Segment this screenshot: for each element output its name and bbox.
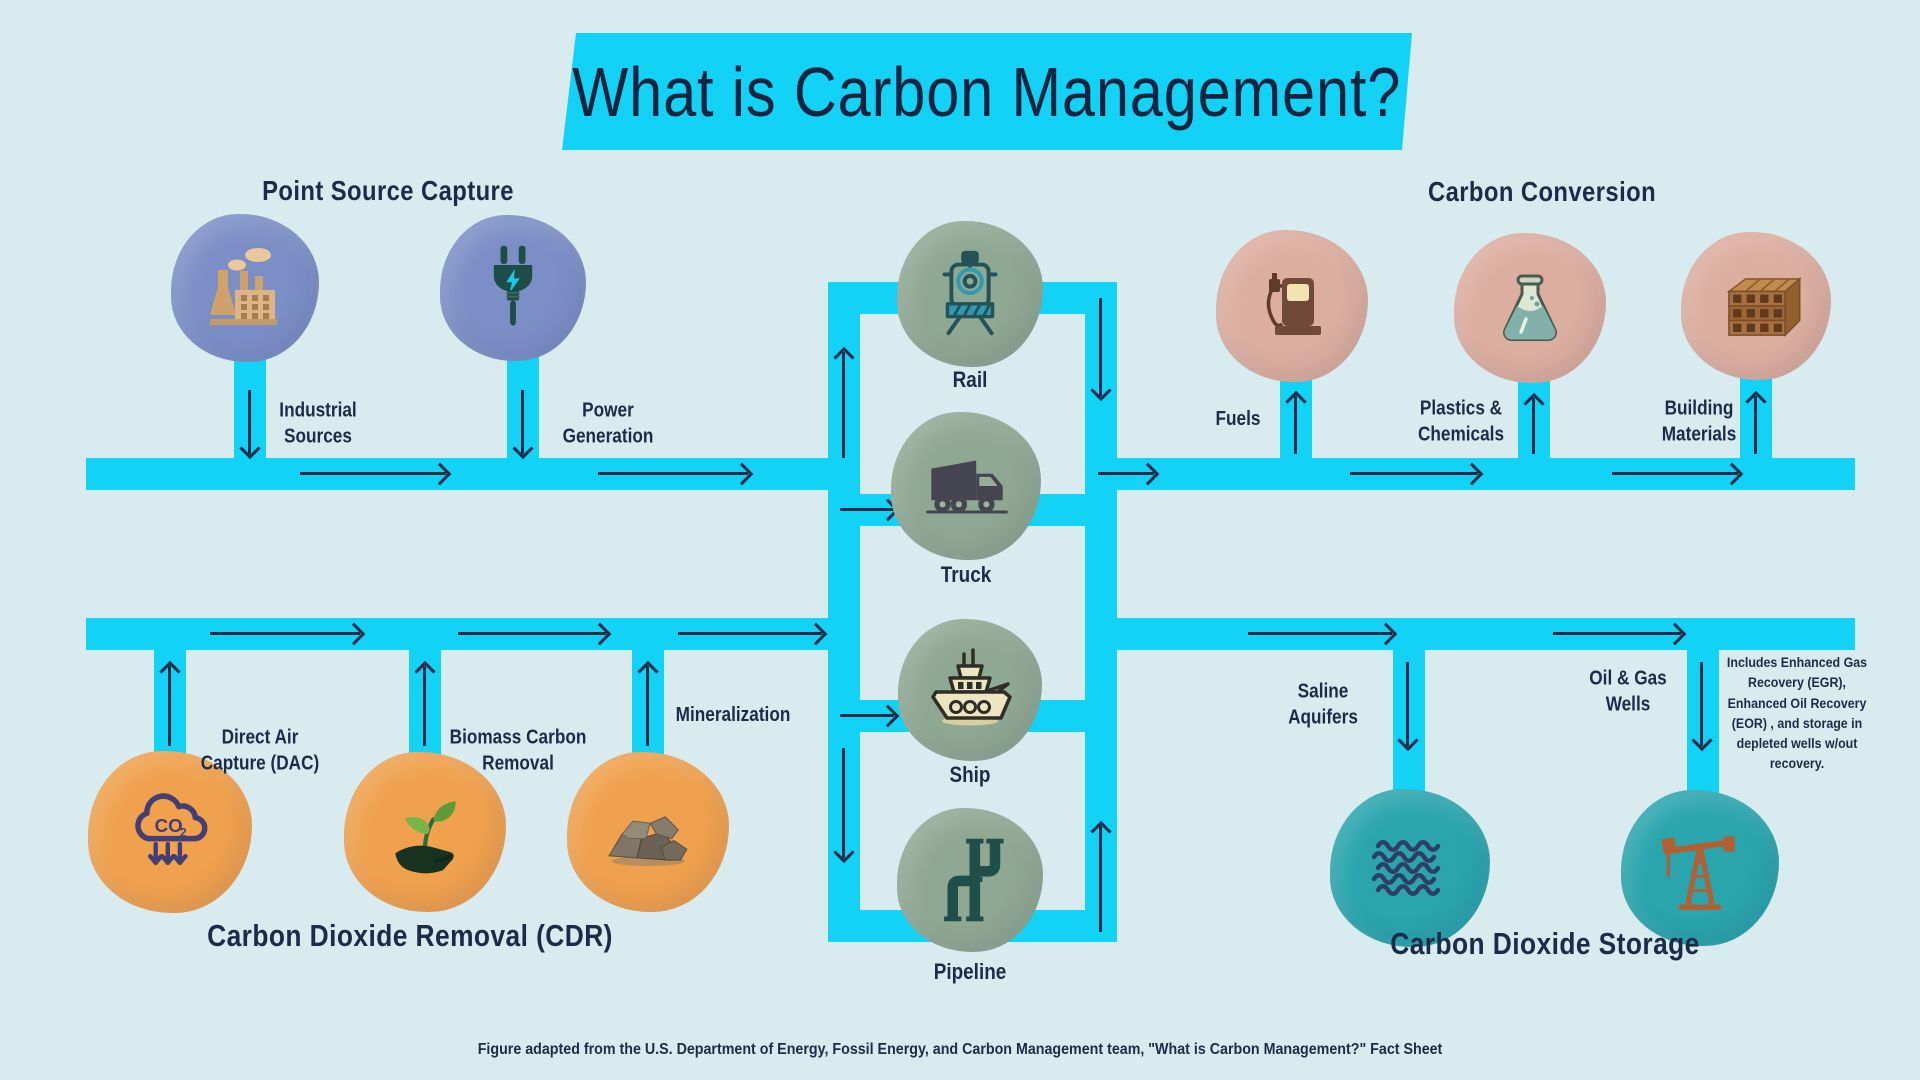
ship-label: Ship [949,761,991,787]
power-plug-icon [493,245,533,326]
ship-node [898,619,1042,761]
flow-arrow-down [248,390,251,454]
industrial-sources-label: Industrial Sources [279,399,357,447]
flow-arrow-up [1294,396,1297,454]
oil-gas-wells-label: Oil & Gas Wells [1589,667,1667,715]
seedling-icon [395,801,456,874]
flow-arrow-right [1553,632,1681,635]
flow-arrow-right [1612,472,1738,475]
flow-arrow-right [300,472,446,475]
truck-node [891,412,1041,560]
svg-text:2: 2 [180,825,187,839]
flow-arrow-right [1098,472,1154,475]
mineralization-label: Mineralization [675,704,791,727]
factory-icon [210,248,277,325]
ship-icon [931,648,1012,726]
flow-arrow-up [1532,398,1535,454]
storage-note: Includes Enhanced Gas Recovery (EGR), En… [1726,655,1868,772]
flow-arrow-up [1099,826,1102,932]
heading-carbon-conversion: Carbon Conversion [1427,176,1657,207]
plastics-chemicals-label: Plastics & Chemicals [1417,397,1505,445]
flow-arrow-up [842,352,845,458]
pipeline-icon [944,838,1004,922]
co2-cloud-icon: CO 2 [135,793,208,865]
saline-aquifers-node [1330,789,1490,947]
waves-icon [1360,818,1460,918]
flow-arrow-up [1754,396,1757,454]
plastics-chemicals-node [1454,233,1606,383]
truck-label: Truck [940,561,992,587]
rail-node [897,221,1043,367]
flow-arrow-down [842,748,845,858]
bricks-icon [1726,277,1802,338]
pipe-storage [1085,618,1855,650]
pumpjack-icon [1661,836,1735,910]
fuels-label: Fuels [1215,408,1261,431]
flow-arrow-right [1248,632,1392,635]
flow-arrow-right [1350,472,1478,475]
title-banner: What is Carbon Management? [562,33,1412,150]
industrial-sources-node [171,214,319,362]
figure-caption: Figure adapted from the U.S. Department … [477,1041,1443,1058]
dac-label: Direct Air Capture (DAC) [200,726,320,774]
rocks-icon [608,816,688,867]
flow-arrow-right [598,472,748,475]
pipe-stub-oil-gas-wells [1687,648,1719,793]
heading-carbon-dioxide-storage: Carbon Dioxide Storage [1390,926,1700,961]
truck-icon [926,460,1008,514]
flow-arrow-down [1406,662,1409,746]
building-materials-label: Building Materials [1661,397,1737,445]
mineralization-node [567,752,729,912]
power-generation-node [440,215,586,361]
train-icon [942,250,998,336]
flow-arrow-right [840,714,894,717]
page-title: What is Carbon Management? [572,52,1402,131]
svg-text:CO: CO [155,815,183,836]
flow-arrow-down [1099,298,1102,396]
biomass-label: Biomass Carbon Removal [449,726,587,774]
flow-arrow-up [168,666,171,746]
building-materials-node [1681,232,1831,380]
saline-aquifers-label: Saline Aquifers [1288,680,1358,728]
heading-carbon-dioxide-removal: Carbon Dioxide Removal (CDR) [207,918,613,953]
flow-arrow-up [423,666,426,746]
flow-arrow-down [1700,662,1703,746]
flow-arrow-up [646,666,649,746]
flask-icon [1503,274,1557,341]
fuel-pump-icon [1266,273,1321,335]
oil-gas-wells-node [1621,790,1779,946]
pipeline-node [897,808,1043,952]
flow-arrow-down [521,390,524,454]
flow-arrow-right [458,632,606,635]
pipeline-label: Pipeline [933,958,1007,984]
flow-arrow-right [840,508,894,511]
power-generation-label: Power Generation [562,399,654,447]
pipe-stub-saline-aquifers [1393,648,1425,793]
fuels-node [1216,230,1368,382]
heading-point-source-capture: Point Source Capture [262,175,514,206]
biomass-node [344,752,506,912]
flow-arrow-right [210,632,360,635]
flow-arrow-right [678,632,822,635]
rail-label: Rail [952,366,988,392]
dac-node: CO 2 [88,751,252,913]
